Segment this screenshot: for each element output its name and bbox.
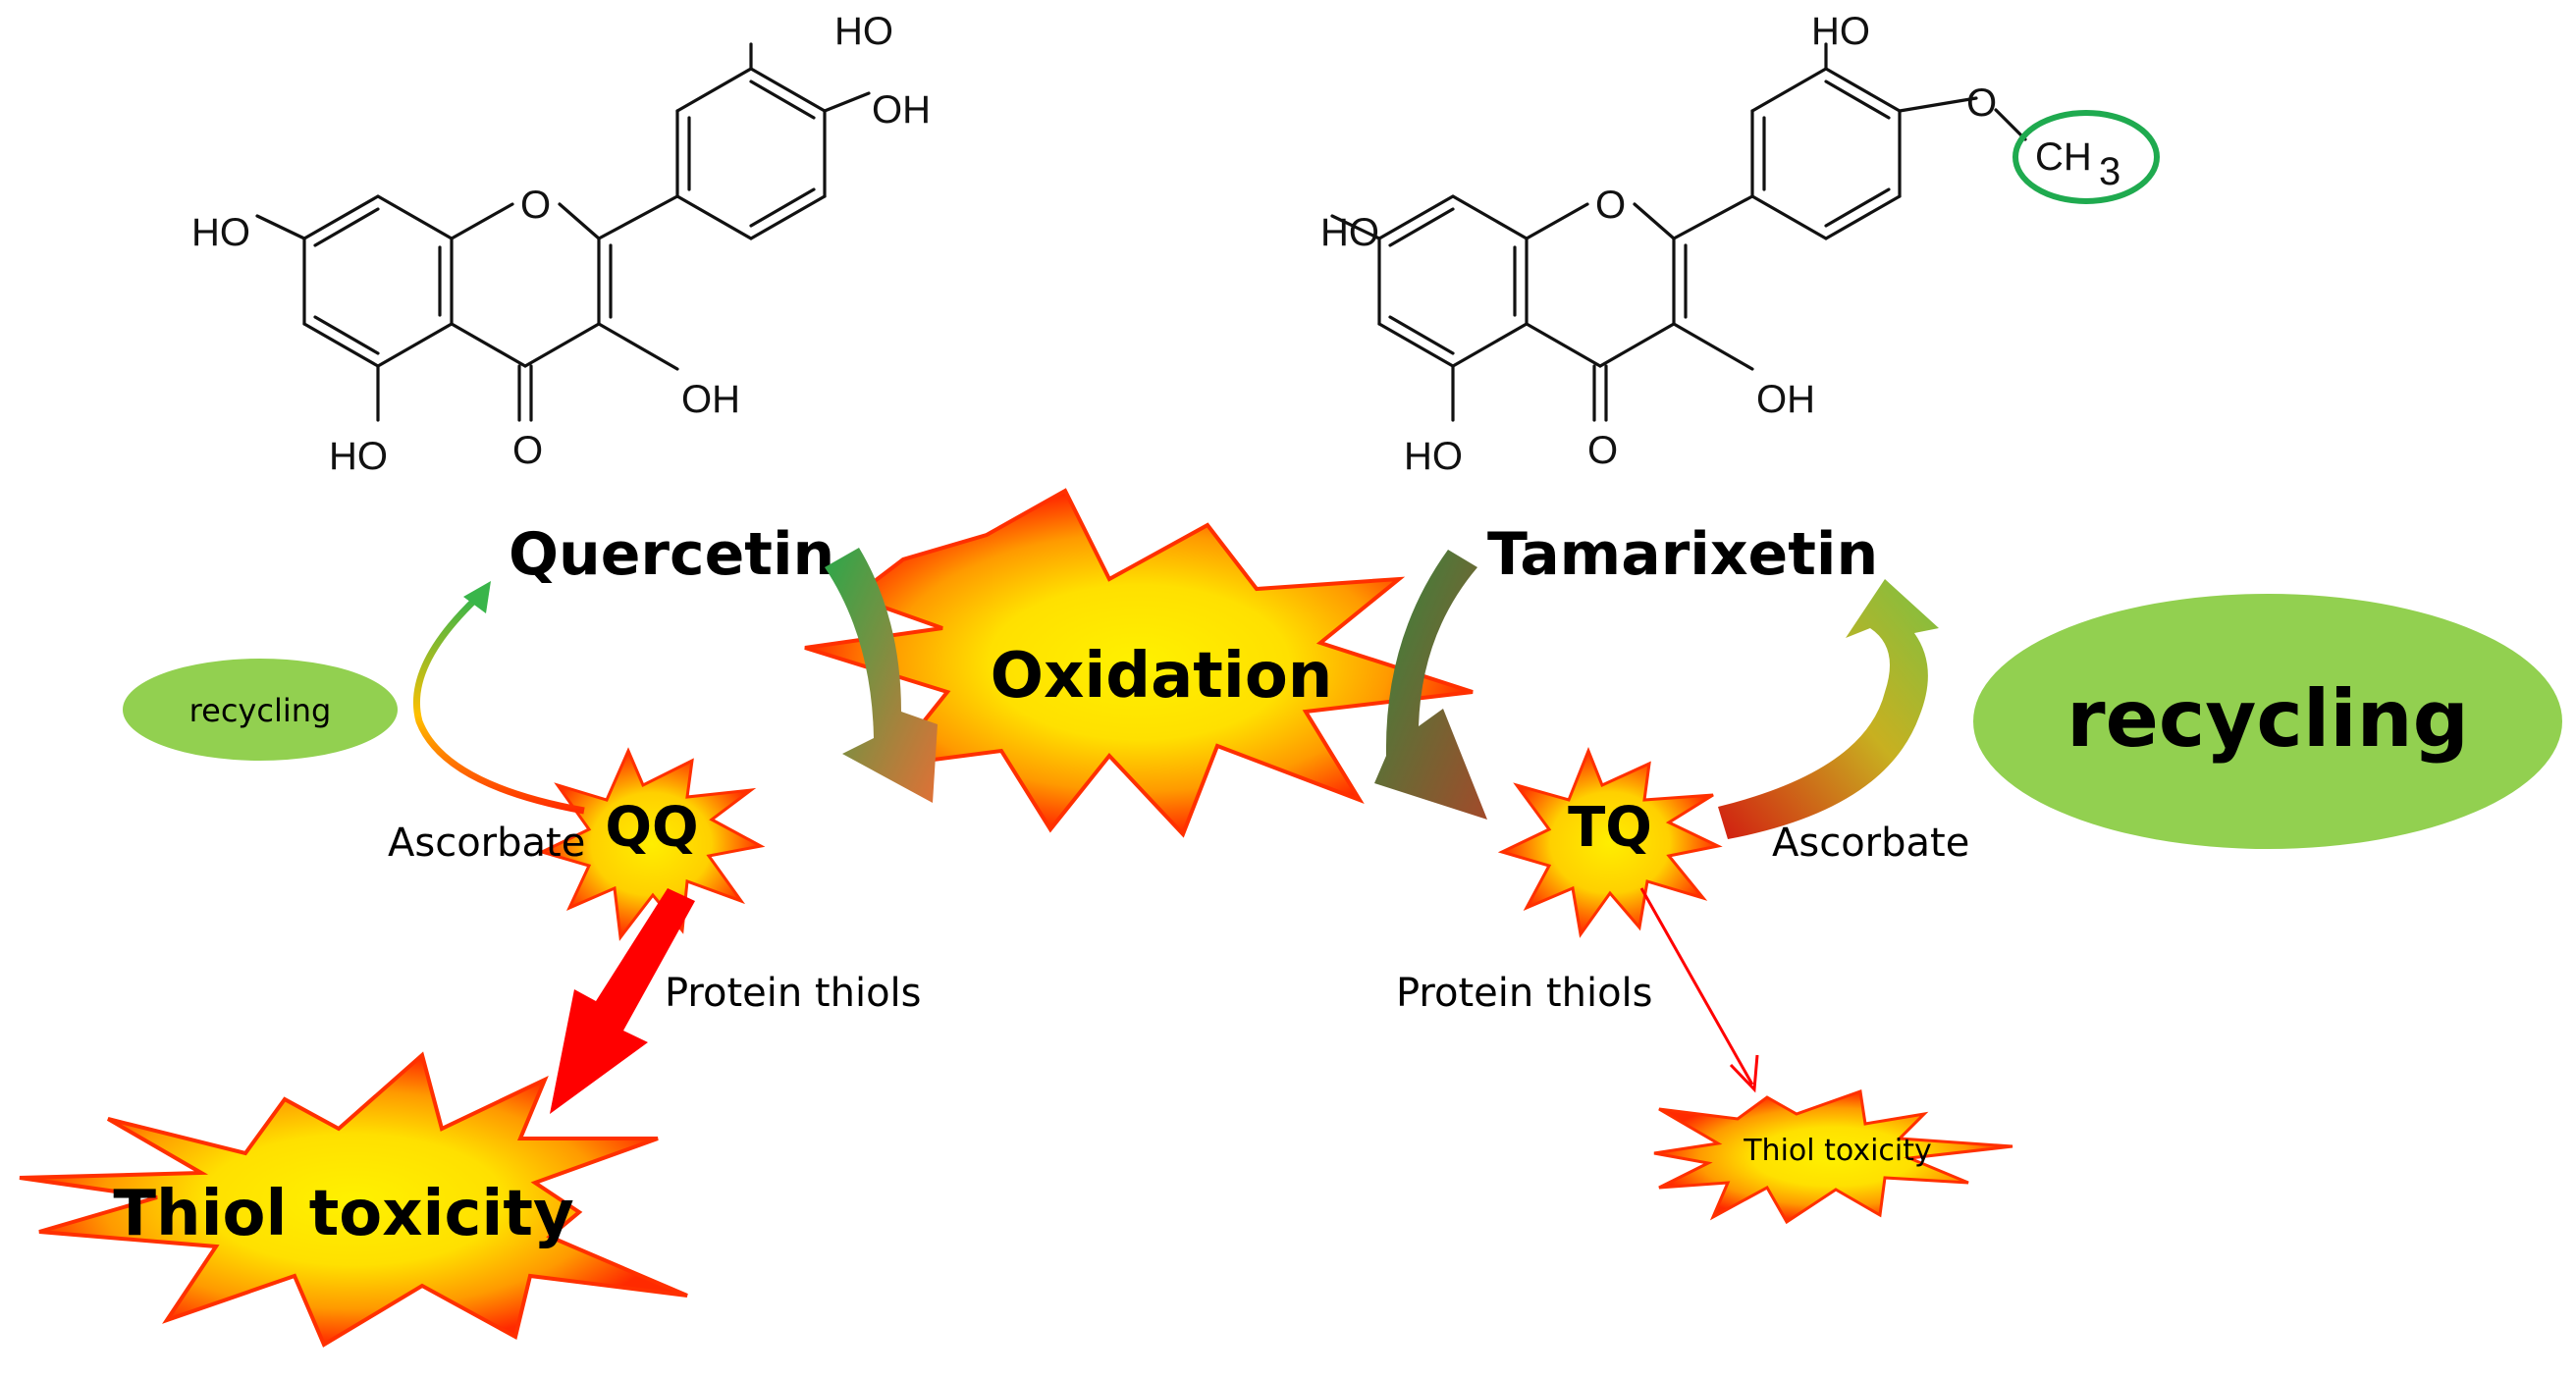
quercetin-recycling-arrowhead (463, 581, 491, 613)
atom-label: HO (1811, 10, 1870, 53)
atom-label: O (1966, 81, 1997, 125)
tamarixetin-name: Tamarixetin (1487, 520, 1878, 589)
tq-to-thiol-arrow (1639, 887, 1754, 1086)
left-protein-thiols-label: Protein thiols (665, 971, 922, 1016)
left-thiol-toxicity-label: Thiol toxicity (113, 1178, 573, 1250)
atom-label: HO (1404, 435, 1463, 478)
left-recycling-ellipse (123, 659, 398, 761)
tamarixetin-recycling-arrow (1718, 579, 1939, 839)
tamarixetin-oxidation-arrow (1374, 550, 1487, 820)
quercetin-structure: HO OH HO O OH HO O (191, 10, 931, 478)
atom-label: OH (681, 378, 740, 421)
oxidation-label: Oxidation (991, 640, 1333, 713)
methyl-highlight-circle (2012, 110, 2160, 204)
right-recycling-label: recycling (2066, 673, 2469, 765)
atom-label: HO (329, 435, 388, 478)
atom-label: O (1595, 184, 1626, 227)
right-thiol-toxicity-starburst (1653, 1088, 2013, 1225)
tq-label: TQ (1568, 796, 1652, 860)
quercetin-oxidation-arrow (825, 548, 938, 803)
left-recycling-label: recycling (189, 692, 332, 729)
atom-label: O (512, 429, 543, 472)
atom-label-subscript: 3 (2099, 150, 2120, 193)
tq-starburst (1497, 746, 1723, 938)
qq-label: QQ (605, 796, 698, 860)
atom-label: O (1587, 429, 1618, 472)
quercetin-recycling-arrow (412, 596, 585, 815)
qq-to-thiol-arrow (550, 888, 695, 1114)
atom-label: HO (834, 10, 893, 53)
atom-label: OH (1756, 378, 1815, 421)
atom-label: HO (191, 211, 250, 254)
atom-label: HO (1320, 211, 1379, 254)
atom-label: OH (872, 88, 931, 132)
right-ascorbate-label: Ascorbate (1772, 821, 1969, 866)
atom-label: CH (2035, 135, 2092, 179)
atom-label: O (520, 184, 551, 227)
left-ascorbate-label: Ascorbate (388, 821, 585, 866)
quercetin-name: Quercetin (509, 520, 834, 589)
tq-to-thiol-arrowhead (1729, 1054, 1759, 1093)
right-recycling-ellipse (1973, 594, 2562, 849)
qq-starburst (537, 747, 766, 941)
right-protein-thiols-label: Protein thiols (1396, 971, 1653, 1016)
tamarixetin-structure: HO O CH 3 HO O OH HO O (1320, 10, 2160, 478)
right-thiol-toxicity-label: Thiol toxicity (1743, 1134, 1932, 1168)
left-thiol-toxicity-starburst (19, 1051, 688, 1348)
